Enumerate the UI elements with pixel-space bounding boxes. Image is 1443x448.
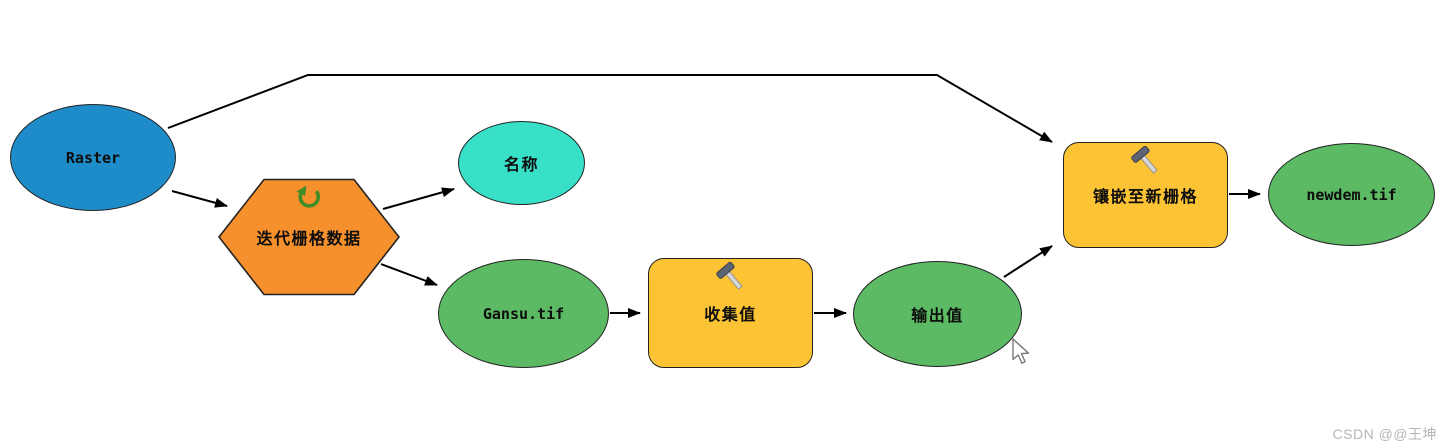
- hammer-icon: [1130, 145, 1158, 174]
- node-raster-label: Raster: [65, 148, 121, 167]
- node-gansu-tif-label: Gansu.tif: [482, 304, 565, 323]
- node-output-value[interactable]: 输出值: [853, 261, 1022, 367]
- hexagon-polygon: [218, 178, 400, 296]
- node-collect-values-tool[interactable]: 收集值: [648, 258, 813, 368]
- node-newdem-tif[interactable]: newdem.tif: [1268, 143, 1435, 246]
- mouse-cursor-icon: [1012, 338, 1030, 364]
- node-name-output-label: 名称: [503, 155, 539, 174]
- node-output-value-label: 输出值: [911, 306, 964, 325]
- node-mosaic-to-new-raster-label: 镶嵌至新栅格: [1092, 187, 1198, 206]
- node-iterate-raster-data[interactable]: 迭代栅格数据: [218, 178, 400, 296]
- node-iterate-raster-data-label: 迭代栅格数据: [256, 229, 362, 248]
- node-raster[interactable]: Raster: [10, 104, 176, 211]
- node-gansu-tif[interactable]: Gansu.tif: [438, 259, 609, 368]
- connector-raster-to-mosaic[interactable]: [167, 74, 1053, 143]
- hexagon-shape: [218, 178, 400, 296]
- node-name-output[interactable]: 名称: [458, 121, 585, 205]
- connector-output-to-mosaic[interactable]: [1003, 245, 1053, 278]
- watermark-text: CSDN @@王坤: [1332, 426, 1437, 442]
- hammer-icon: [715, 261, 743, 290]
- node-collect-values-label: 收集值: [704, 305, 757, 324]
- node-mosaic-to-new-raster-tool[interactable]: 镶嵌至新栅格: [1063, 142, 1228, 248]
- node-newdem-tif-label: newdem.tif: [1306, 185, 1397, 204]
- iteration-loop-icon: [296, 185, 320, 208]
